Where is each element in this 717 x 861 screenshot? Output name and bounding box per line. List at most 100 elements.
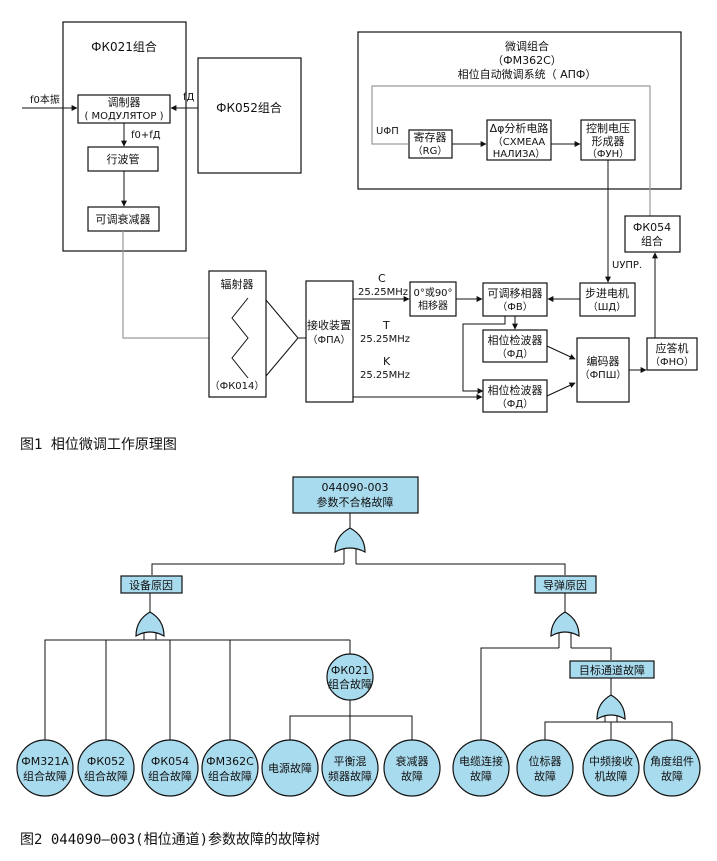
encoder-code: （ФПШ） (580, 369, 627, 381)
leaf-node-6-line-2: 频器故障 (328, 769, 372, 783)
top-event-code: 044090-003 (322, 481, 389, 494)
leaf-node-10 (582, 739, 640, 797)
phase-shifter-90-label: 0°或90° (413, 287, 452, 299)
phase-detector-2-code: （ФД） (497, 398, 533, 410)
f0-input-label: f0本振 (30, 93, 60, 106)
fk052-label: ФК052组合 (216, 100, 282, 115)
leaf-node-3-line-2: 组合故障 (148, 769, 192, 783)
dphi-analysis-box (486, 119, 552, 161)
uupr-label: UУПР. (612, 260, 642, 271)
fk021-fault-node (326, 653, 374, 701)
leaf-node-7-line-2: 故障 (401, 769, 423, 783)
fk021-group-title: ФК021组合 (91, 39, 157, 54)
register-box (408, 129, 453, 159)
twt-box (87, 146, 159, 172)
leaf-node-1-line-1: ФМ321А (21, 755, 69, 768)
phase-detector-2-box (482, 379, 548, 413)
fine-tuning-title: 微调组合 (505, 39, 549, 53)
figure-2-caption: 图2 044090—003(相位通道)参数故障的故障树 (20, 831, 320, 848)
phase-detector-2-label: 相位检波器 (488, 383, 543, 397)
adjustable-phase-shifter-code: （ФВ） (497, 301, 532, 313)
modulator-label: 调制器 (108, 96, 141, 109)
target-channel-box (569, 660, 655, 679)
leaf-node-4-line-1: ФМ362С (206, 755, 254, 768)
fk021-node-code: ФК021 (331, 664, 369, 677)
leaf-node-11 (643, 739, 701, 797)
register-label: 寄存器 (414, 130, 447, 144)
fine-tuning-code: （ФМ362С） (492, 54, 562, 67)
leaf-node-10-line-2: 机故障 (595, 769, 628, 783)
figure-1-caption: 图1 相位微调工作原理图 (20, 437, 177, 453)
equipment-cause-label: 设备原因 (129, 578, 173, 592)
figure-1-diagram: ФК021组合 f0本振 调制器 ( МОДУЛЯТОР ) f0+fД 行波管… (20, 21, 698, 453)
control-voltage-box (580, 119, 636, 161)
leaf-node-2-line-1: ФК052 (87, 755, 125, 768)
leaf-node-8-line-2: 故障 (470, 769, 492, 783)
receiver-label: 接收装置 (307, 318, 351, 332)
stepper-motor-code: （ШД） (588, 301, 627, 313)
radiator-box (208, 270, 267, 398)
fine-tuning-group-box (357, 31, 682, 190)
stepper-motor-box (579, 282, 636, 317)
leaf-node-10-line-1: 中频接收 (589, 754, 633, 768)
leaf-node-9-line-1: 位标器 (529, 754, 562, 768)
dphi-code-1: （СХМЕАА (493, 136, 546, 148)
leaf-node-7 (383, 739, 441, 797)
leaf-node-4-line-2: 组合故障 (208, 769, 252, 783)
leaf-node-5-line-1: 电源故障 (268, 761, 312, 775)
control-voltage-label-2: 形成器 (592, 135, 625, 148)
phase-shifter-90-sub: 相移器 (418, 299, 448, 312)
leaf-node-11-line-2: 故障 (661, 769, 683, 783)
dphi-code-2: НАЛИЗА） (493, 148, 546, 160)
modulator-box (77, 94, 171, 124)
leaf-node-1 (16, 739, 74, 797)
uphi-label: UΦП (376, 126, 399, 137)
fk054-label-2: 组合 (641, 234, 663, 248)
leaf-node-3-line-1: ФК054 (151, 755, 189, 768)
leaf-node-6 (321, 739, 379, 797)
fk054-label: ФК054 (633, 221, 671, 234)
control-voltage-code: （ФУН） (587, 148, 629, 160)
radiator-label: 辐射器 (221, 277, 254, 291)
phase-detector-1-label: 相位检波器 (488, 333, 543, 347)
transponder-code: （ФНО） (650, 356, 694, 368)
figure-2-fault-tree: 044090-003 参数不合格故障 设备原因 导弹原因 ФК021 组合故障 (16, 476, 701, 848)
dphi-label: Δφ分析电路 (490, 121, 549, 135)
encoder-box (576, 337, 630, 403)
leaf-node-11-line-1: 角度组件 (650, 754, 694, 768)
leaf-node-8-line-1: 电缆连接 (459, 755, 503, 768)
t-channel-freq: 25.25MHz (360, 334, 410, 345)
leaf-node-9-line-2: 故障 (534, 769, 556, 783)
control-voltage-label-1: 控制电压 (586, 121, 630, 135)
leaf-node-8 (452, 739, 510, 797)
leaf-node-2-line-2: 组合故障 (84, 769, 128, 783)
k-channel-label: K (383, 355, 391, 368)
leaf-node-7-line-1: 衰减器 (396, 754, 429, 768)
leaf-nodes: ФМ321А组合故障ФК052组合故障ФК054组合故障ФМ362С组合故障电源… (16, 739, 701, 797)
twt-label: 行波管 (107, 152, 140, 166)
leaf-node-1-line-2: 组合故障 (23, 769, 67, 783)
adjustable-phase-shifter-label: 可调移相器 (488, 287, 543, 300)
c-channel-freq: 25.25MHz (358, 287, 408, 298)
or-gate-target (596, 694, 626, 721)
f0-plus-fd-label: f0+fД (131, 130, 161, 141)
fk052-box (197, 57, 302, 174)
modulator-label-ru: ( МОДУЛЯТОР ) (84, 111, 163, 122)
phase-detector-1-code: （ФД） (497, 348, 533, 360)
transponder-box (646, 337, 698, 371)
or-gate-equipment (135, 611, 165, 638)
transponder-label: 应答机 (656, 341, 689, 355)
t-channel-label: T (382, 319, 390, 332)
top-event-label: 参数不合格故障 (317, 495, 394, 509)
radiator-code: （ФК014） (210, 380, 265, 392)
c-channel-label: C (378, 272, 386, 285)
top-event-box (292, 476, 419, 514)
leaf-node-4 (201, 739, 259, 797)
missile-cause-label: 导弹原因 (543, 578, 587, 592)
receiver-box (305, 280, 354, 403)
leaf-node-9 (516, 739, 574, 797)
target-channel-label: 目标通道故障 (579, 663, 645, 677)
fine-tuning-subtitle: 相位自动微调系统（ АПФ） (458, 67, 597, 81)
adjustable-phase-shifter-box (482, 282, 548, 317)
